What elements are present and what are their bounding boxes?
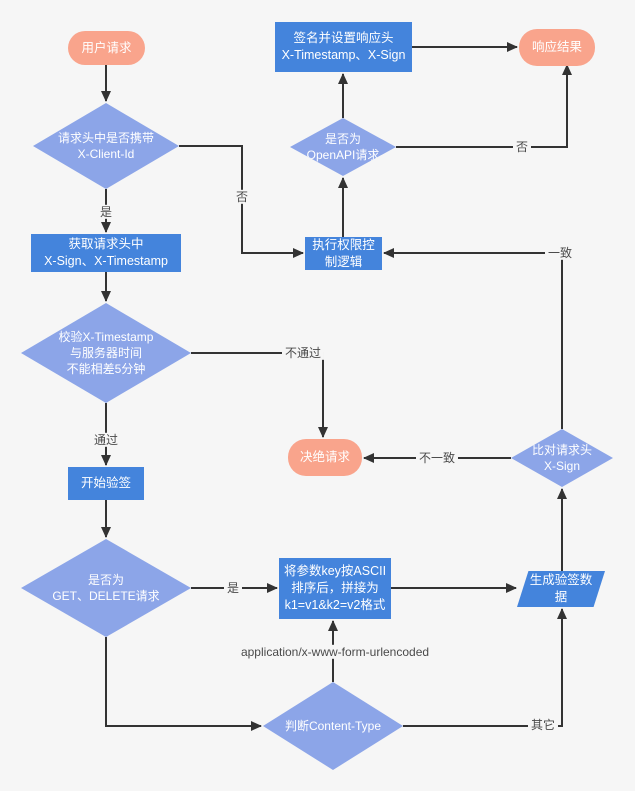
node-response-result: 响应结果: [519, 29, 595, 66]
edge-label-match: 一致: [544, 245, 576, 261]
edge-getdelete-no: [105, 637, 262, 731]
node-sort-params: 将参数key按ASCII 排序后，拼接为 k1=v1&k2=v2格式: [279, 558, 391, 619]
edge-label-mismatch: 不一致: [415, 450, 459, 466]
node-generate-sign-data: 生成验签数 据: [517, 571, 605, 607]
edge-label-yes-client: 是: [96, 204, 116, 220]
node-user-request: 用户请求: [68, 31, 145, 65]
node-sign-response-headers: 签名并设置响应头 X-Timestamp、X-Sign: [275, 22, 412, 72]
node-start-verify: 开始验签: [68, 467, 144, 500]
edge-label-other: 其它: [527, 717, 559, 733]
edge-label-fail: 不通过: [281, 345, 325, 361]
node-reject-request: 决绝请求: [288, 439, 362, 476]
edge-label-pass: 通过: [90, 432, 122, 448]
edge-label-no-openapi: 否: [512, 139, 532, 155]
edge-label-form-urlencoded: application/x-www-form-urlencoded: [237, 644, 433, 660]
edge-contenttype-other: [403, 608, 567, 727]
edge-label-no-client: 否: [232, 189, 252, 205]
edge-checkts-fail: [191, 352, 328, 438]
node-exec-permission: 执行权限控 制逻辑: [305, 237, 382, 270]
edge-compare-match: [383, 248, 563, 429]
edge-openapi-no: [396, 64, 572, 148]
node-get-headers: 获取请求头中 X-Sign、X-Timestamp: [31, 234, 181, 272]
edge-label-yes-get: 是: [223, 580, 243, 596]
